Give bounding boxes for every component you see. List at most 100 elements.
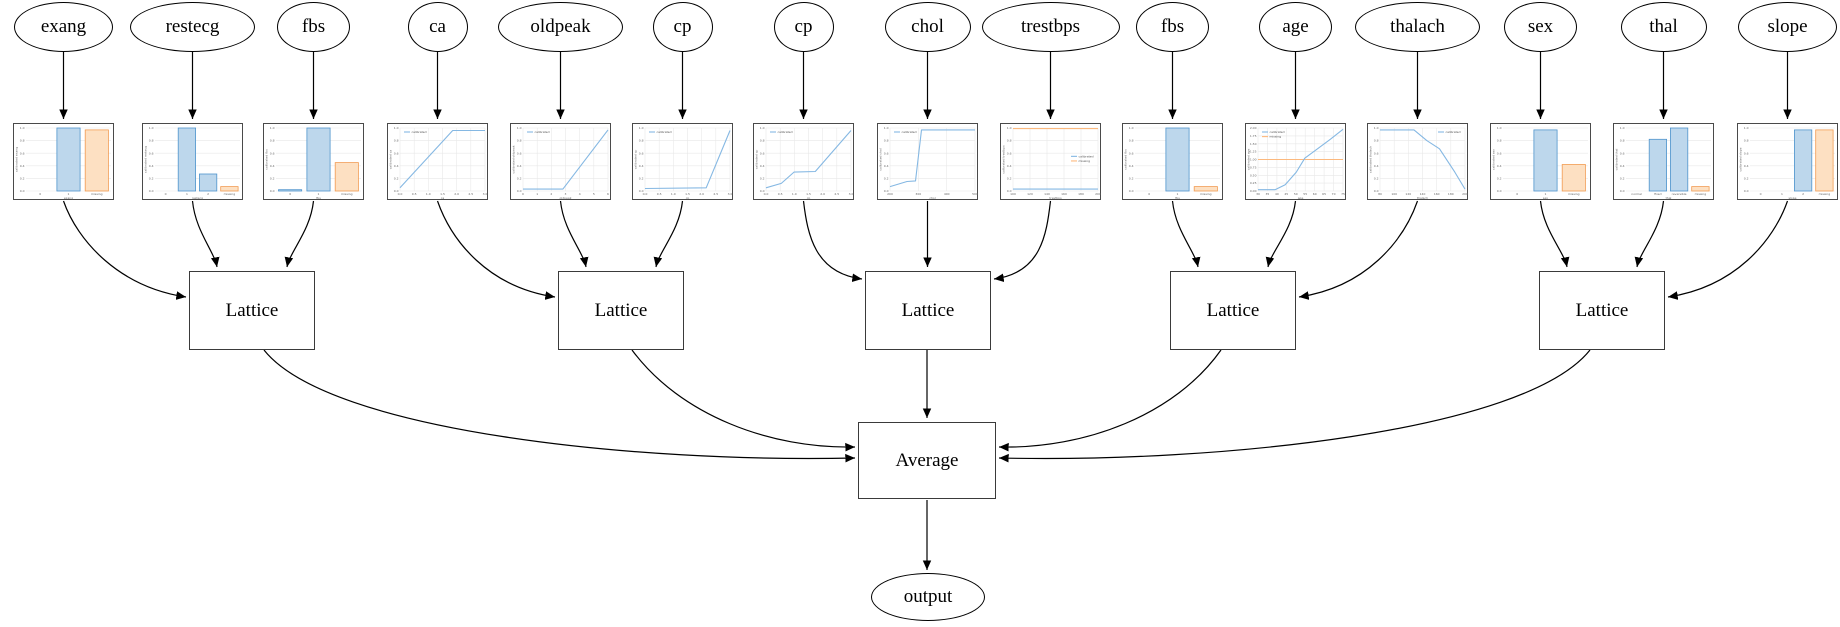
svg-text:1.0: 1.0: [884, 126, 889, 130]
svg-text:0.0: 0.0: [20, 189, 25, 193]
svg-text:0.4: 0.4: [1744, 164, 1749, 168]
svg-text:0.6: 0.6: [517, 151, 522, 155]
svg-text:140: 140: [1420, 192, 1426, 196]
svg-text:0.8: 0.8: [394, 139, 399, 143]
svg-text:0.0: 0.0: [1374, 189, 1379, 193]
svg-text:2.5: 2.5: [834, 192, 839, 196]
svg-text:0: 0: [289, 192, 291, 196]
svg-text:missing: missing: [1695, 192, 1707, 196]
svg-text:0.4: 0.4: [884, 164, 889, 168]
feature-node-label: slope: [1767, 16, 1808, 37]
svg-text:80: 80: [1378, 192, 1382, 196]
svg-text:0.8: 0.8: [270, 139, 275, 143]
average-node-label: Average: [895, 449, 959, 471]
svg-text:calibrated thalach: calibrated thalach: [1368, 146, 1372, 173]
svg-text:0.8: 0.8: [639, 139, 644, 143]
svg-text:1: 1: [68, 192, 70, 196]
svg-text:0.2: 0.2: [20, 177, 25, 181]
svg-text:0.8: 0.8: [1374, 139, 1379, 143]
svg-text:0.2: 0.2: [1744, 177, 1749, 181]
lattice-node-label: Lattice: [1206, 299, 1260, 321]
svg-text:1.0: 1.0: [671, 192, 676, 196]
svg-text:120: 120: [1405, 192, 1411, 196]
svg-text:calibrated ca: calibrated ca: [388, 150, 392, 170]
feature-node-cp: cp: [773, 2, 834, 52]
svg-text:1.5: 1.5: [806, 192, 811, 196]
svg-text:0.2: 0.2: [1129, 177, 1134, 181]
svg-text:4: 4: [579, 192, 581, 196]
feature-node-label: thalach: [1390, 16, 1445, 37]
svg-text:0.6: 0.6: [1497, 151, 1502, 155]
svg-text:0: 0: [39, 192, 41, 196]
svg-text:0.4: 0.4: [1620, 164, 1625, 168]
svg-text:1.0: 1.0: [792, 192, 797, 196]
svg-text:normal: normal: [1631, 192, 1642, 196]
svg-text:calibrated exang: calibrated exang: [14, 147, 18, 172]
feature-node-fbs: fbs: [277, 2, 350, 52]
svg-text:0: 0: [1760, 192, 1762, 196]
svg-text:0.6: 0.6: [270, 151, 275, 155]
svg-text:0.0: 0.0: [1007, 189, 1012, 193]
lattice-node-label: Lattice: [901, 299, 955, 321]
lattice-node-label: Lattice: [1575, 299, 1629, 321]
feature-node-ca: ca: [407, 2, 468, 52]
svg-text:0.2: 0.2: [149, 177, 154, 181]
feature-node-cp: cp: [652, 2, 713, 52]
svg-text:2.0: 2.0: [454, 192, 459, 196]
feature-node-label: exang: [40, 16, 87, 37]
svg-text:1.0: 1.0: [517, 126, 522, 130]
svg-text:0.6: 0.6: [884, 151, 889, 155]
svg-text:restecg: restecg: [192, 196, 203, 200]
svg-text:0: 0: [522, 192, 524, 196]
feature-node-slope: slope: [1738, 2, 1837, 52]
feature-node-thal: thal: [1620, 2, 1707, 52]
svg-text:200: 200: [887, 192, 893, 196]
svg-text:0.6: 0.6: [149, 151, 154, 155]
svg-text:30: 30: [1256, 192, 1260, 196]
svg-text:3: 3: [565, 192, 567, 196]
svg-text:0.0: 0.0: [1129, 189, 1134, 193]
feature-node-thalach: thalach: [1355, 2, 1480, 52]
svg-text:0.0: 0.0: [760, 189, 765, 193]
svg-text:calibrated slope: calibrated slope: [1738, 147, 1742, 171]
svg-text:missing: missing: [1200, 192, 1212, 196]
svg-text:0.8: 0.8: [1007, 139, 1012, 143]
svg-text:160: 160: [1434, 192, 1440, 196]
svg-text:0.6: 0.6: [394, 151, 399, 155]
feature-node-label: fbs: [301, 16, 326, 37]
average-node: Average: [858, 422, 996, 499]
svg-text:thalach: thalach: [1417, 196, 1428, 200]
svg-text:60: 60: [1313, 192, 1317, 196]
svg-text:calibrated age: calibrated age: [1246, 149, 1250, 171]
svg-text:0.4: 0.4: [394, 164, 399, 168]
lattice-node-label: Lattice: [594, 299, 648, 321]
svg-text:calibrated: calibrated: [1446, 130, 1461, 134]
svg-text:1.0: 1.0: [270, 126, 275, 130]
svg-text:5: 5: [593, 192, 595, 196]
svg-text:0.8: 0.8: [760, 139, 765, 143]
svg-text:0.2: 0.2: [394, 177, 399, 181]
svg-text:1: 1: [1545, 192, 1547, 196]
svg-text:calibrated chol: calibrated chol: [878, 148, 882, 170]
svg-text:0.0: 0.0: [1744, 189, 1749, 193]
svg-text:1.00: 1.00: [1250, 158, 1257, 162]
svg-text:chol: chol: [929, 196, 935, 200]
svg-text:0.6: 0.6: [1744, 151, 1749, 155]
feature-node-chol: chol: [884, 2, 971, 52]
svg-text:0.00: 0.00: [1250, 189, 1257, 193]
svg-text:2.0: 2.0: [820, 192, 825, 196]
svg-text:calibrated cp: calibrated cp: [754, 150, 758, 170]
feature-node-label: chol: [911, 16, 944, 37]
feature-node-label: cp: [673, 16, 692, 37]
svg-text:0.6: 0.6: [1129, 151, 1134, 155]
svg-text:0.6: 0.6: [1007, 151, 1012, 155]
svg-text:1.0: 1.0: [1744, 126, 1749, 130]
svg-text:fbs: fbs: [1175, 196, 1180, 200]
svg-text:2: 2: [1802, 192, 1804, 196]
svg-text:1: 1: [186, 192, 188, 196]
